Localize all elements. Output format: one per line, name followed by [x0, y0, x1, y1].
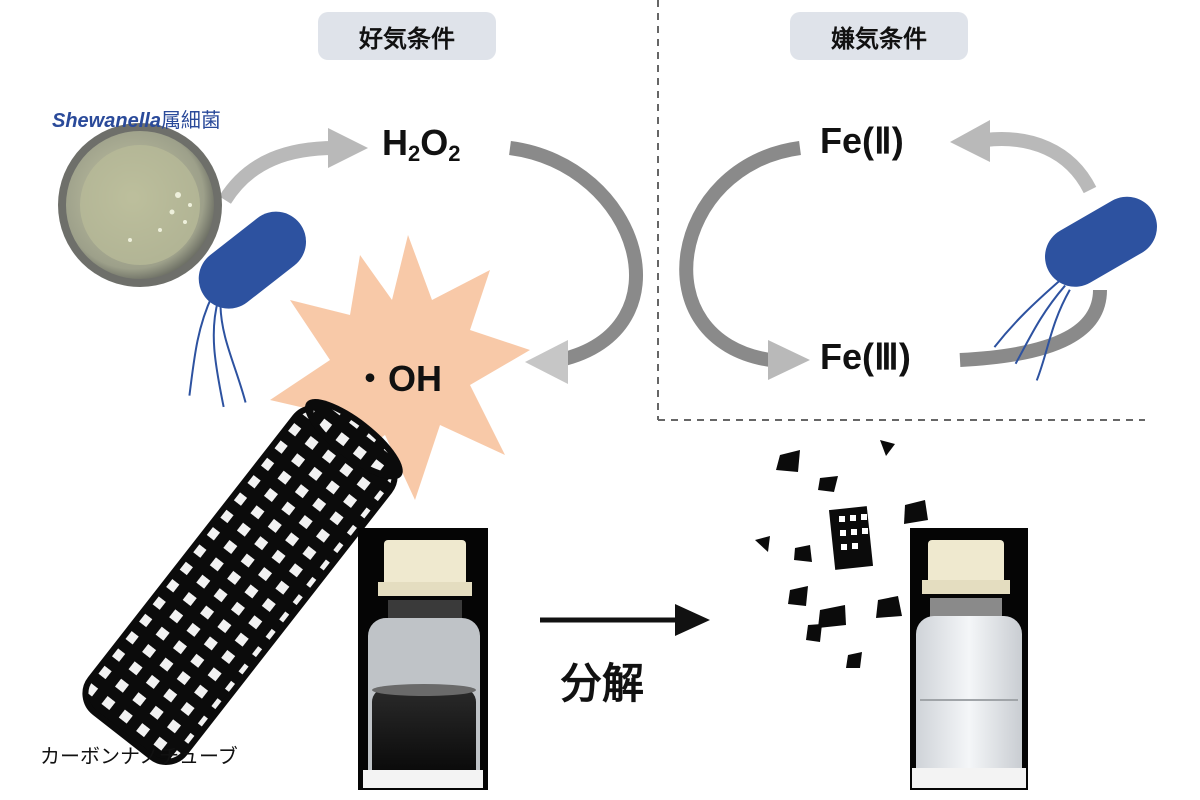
- decompose-arrowhead: [675, 604, 710, 636]
- carbon-nanotube: [82, 399, 403, 765]
- arrow-bacterium-to-fe2: [984, 132, 1097, 194]
- fe2-label: Fe(Ⅱ): [820, 120, 904, 161]
- arrow-fe3-to-bacterium: [959, 289, 1107, 367]
- aerobic-condition-label: 好気条件: [318, 12, 496, 60]
- arrowhead-fe3: [768, 340, 810, 380]
- bacterium-right: [993, 196, 1157, 381]
- h2o2-h: H: [382, 122, 408, 163]
- h2o2-label: H2O2: [382, 122, 461, 167]
- species-suffix: 属細菌: [160, 110, 221, 132]
- arrow-h2o2-to-oh: [509, 141, 643, 367]
- arrowhead-h2o2: [328, 128, 368, 168]
- fe3-label: Fe(Ⅲ): [820, 336, 911, 377]
- cnt-fragments: [755, 440, 928, 668]
- vial-after-photo: [910, 528, 1028, 790]
- cnt-label: カーボンナノチューブ: [40, 744, 238, 768]
- decompose-label: 分解: [560, 659, 645, 708]
- hydroxyl-label: ・OH: [352, 358, 443, 399]
- vial-before-photo: [358, 528, 488, 790]
- bacterium-left: [188, 211, 307, 408]
- arrowhead-oh: [525, 340, 568, 384]
- species-label: Shewanella属細菌: [52, 104, 221, 133]
- arrow-fe2-to-fe3: [679, 141, 801, 367]
- arrowhead-fe2: [950, 120, 990, 162]
- h2o2-sub-1: 2: [408, 141, 421, 166]
- h2o2-o: O: [420, 122, 449, 163]
- anaerobic-condition-label: 嫌気条件: [790, 12, 968, 60]
- arrow-bacterium-to-h2o2: [219, 141, 336, 204]
- petri-dish-photo: [58, 123, 222, 287]
- h2o2-sub-2: 2: [448, 141, 461, 166]
- species-genus: Shewanella: [52, 110, 161, 132]
